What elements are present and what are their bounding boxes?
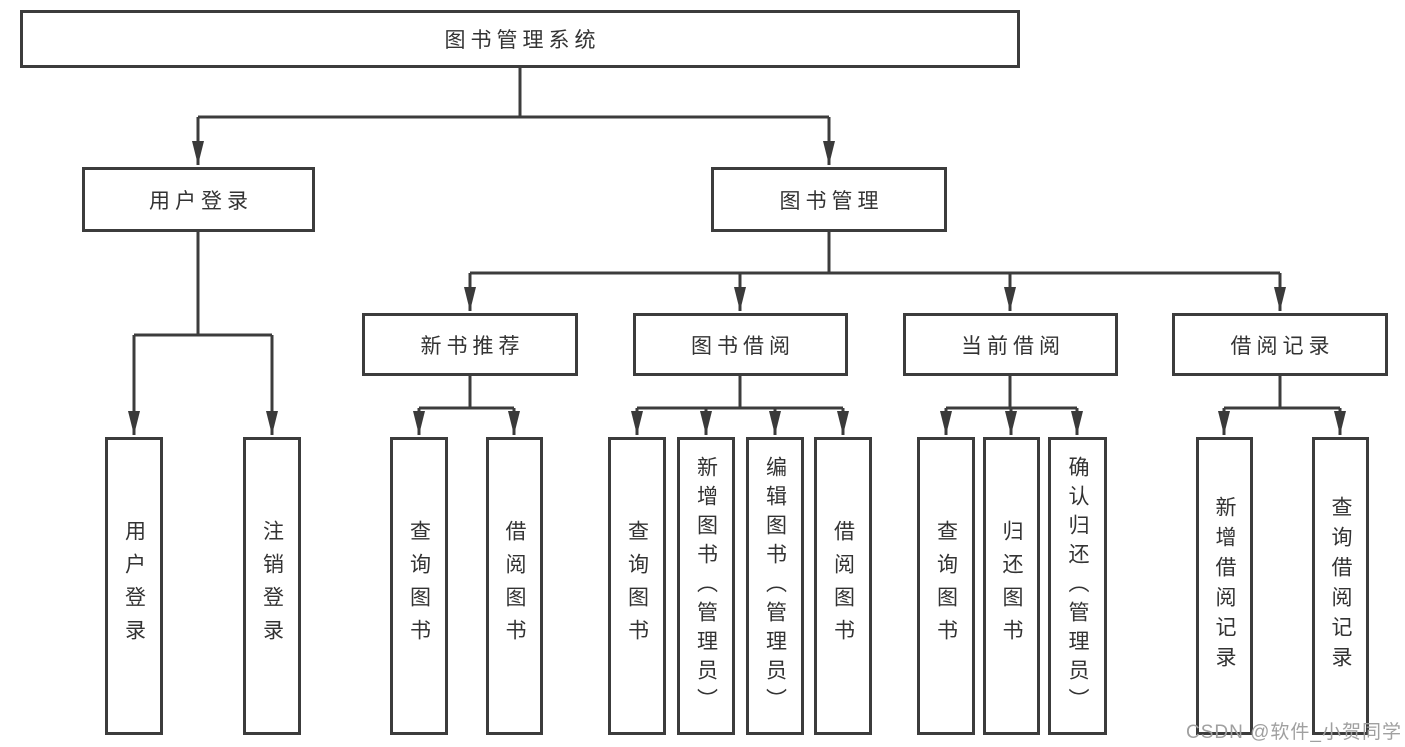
node-book-borrow: 图书借阅	[633, 313, 848, 376]
leaf-user-login: 用户登录	[105, 437, 163, 735]
leaf-query-borrow-record: 查询借阅记录	[1312, 437, 1369, 735]
connector-user-login-to-leaves	[128, 232, 278, 435]
leaf-confirm-return-admin: 确认归还（管理员）	[1048, 437, 1107, 735]
watermark-text: CSDN @软件_小贺同学	[1186, 722, 1402, 743]
leaf-label: 查询图书	[934, 520, 958, 652]
leaf-add-books-admin: 新增图书（管理员）	[677, 437, 735, 735]
node-user-login: 用户登录	[82, 167, 315, 232]
connector-new-book-recommend-to-leaves	[413, 376, 520, 435]
leaf-label: 用户登录	[122, 520, 146, 652]
leaf-label: 借阅图书	[831, 520, 855, 652]
leaf-label: 查询图书	[625, 520, 649, 652]
node-book-management: 图书管理	[711, 167, 947, 232]
leaf-label: 新增图书（管理员）	[694, 455, 718, 717]
leaf-label: 借阅图书	[503, 520, 526, 652]
connector-borrow-records-to-leaves	[1218, 376, 1346, 435]
leaf-label: 新增借阅记录	[1213, 496, 1236, 676]
leaf-borrow-books-recommend: 借阅图书	[486, 437, 543, 735]
leaf-return-books: 归还图书	[983, 437, 1040, 735]
connector-book-management-to-level3	[464, 232, 1286, 311]
node-current-borrow: 当前借阅	[903, 313, 1118, 376]
leaf-label: 编辑图书（管理员）	[763, 455, 787, 717]
leaf-label: 查询图书	[407, 520, 431, 652]
leaf-logout: 注销登录	[243, 437, 301, 735]
node-root: 图书管理系统	[20, 10, 1020, 68]
leaf-add-borrow-record: 新增借阅记录	[1196, 437, 1253, 735]
connector-current-borrow-to-leaves	[940, 376, 1083, 435]
leaf-query-books-borrow: 查询图书	[608, 437, 666, 735]
node-new-book-recommend: 新书推荐	[362, 313, 578, 376]
leaf-borrow-books: 借阅图书	[814, 437, 872, 735]
leaf-query-books-current: 查询图书	[917, 437, 975, 735]
leaf-edit-books-admin: 编辑图书（管理员）	[746, 437, 804, 735]
leaf-label: 注销登录	[260, 520, 284, 652]
connector-root-to-level2	[192, 68, 835, 165]
connector-book-borrow-to-leaves	[631, 376, 849, 435]
leaf-label: 查询借阅记录	[1329, 496, 1352, 676]
leaf-query-books-recommend: 查询图书	[390, 437, 448, 735]
node-borrow-records: 借阅记录	[1172, 313, 1388, 376]
leaf-label: 确认归还（管理员）	[1066, 455, 1089, 717]
leaf-label: 归还图书	[1000, 520, 1023, 652]
